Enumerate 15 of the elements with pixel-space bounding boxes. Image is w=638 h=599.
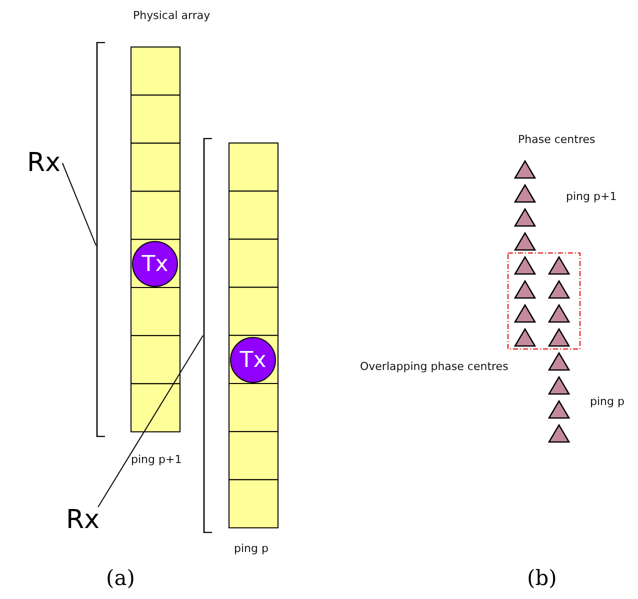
panel-caption: (a) — [106, 568, 135, 589]
array-title: Physical array — [133, 10, 210, 21]
bracket — [96, 42, 106, 437]
leader-line — [98, 335, 204, 508]
ping-label: ping p+1 — [131, 454, 182, 465]
panel-caption: (b) — [527, 568, 557, 589]
ping-label: ping p — [590, 396, 624, 407]
bracket — [203, 138, 213, 533]
ping-label: ping p+1 — [566, 191, 617, 202]
phase-centres-title: Phase centres — [518, 134, 596, 145]
overlap-label: Overlapping phase centres — [360, 361, 508, 372]
receiver-label: Rx — [27, 150, 60, 176]
ping-label: ping p — [234, 543, 268, 554]
receiver-label: Rx — [66, 507, 100, 533]
leader-line — [62, 162, 96, 246]
